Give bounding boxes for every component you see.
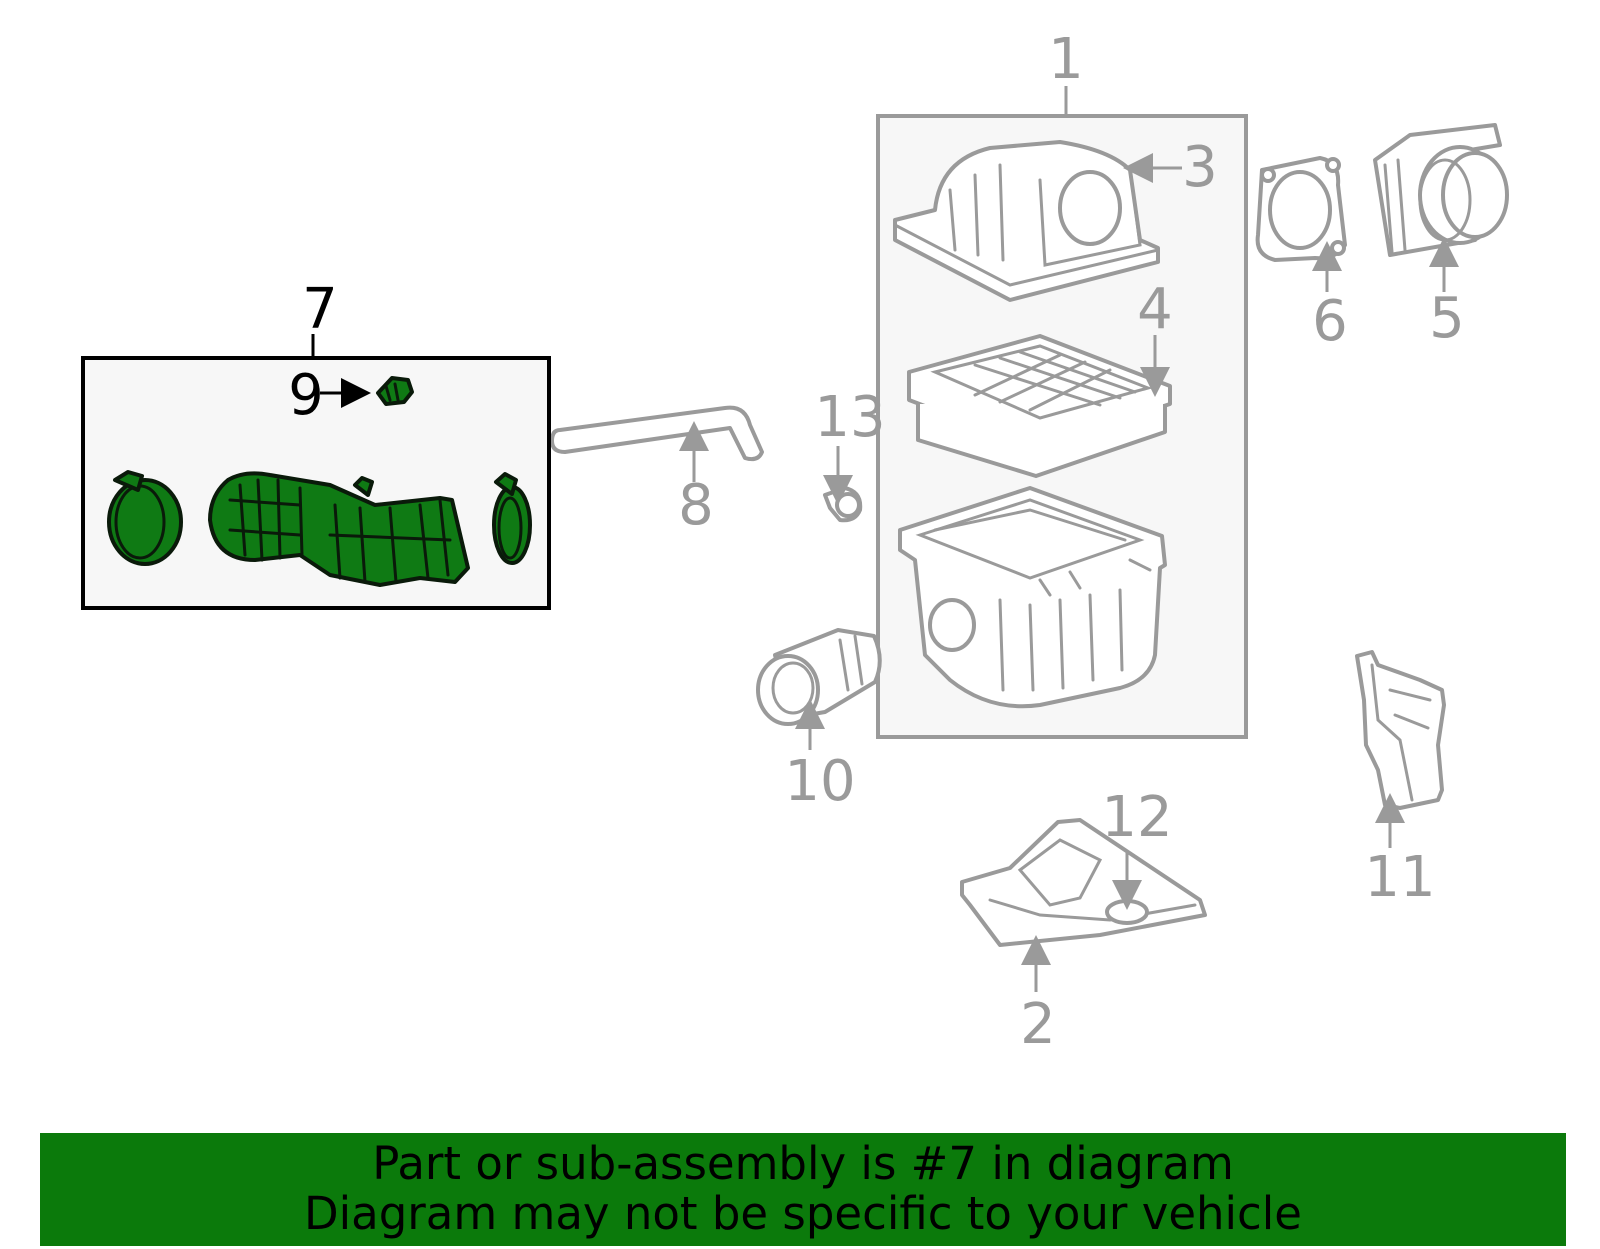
intake-tube	[208, 471, 470, 587]
banner-line-2: Diagram may not be specific to your vehi…	[304, 1187, 1302, 1240]
callout-4: 4	[1137, 277, 1173, 342]
callout-11: 11	[1364, 845, 1435, 910]
callout-1: 1	[1048, 27, 1084, 92]
bracket-part: 11	[1355, 650, 1446, 910]
callout-12: 12	[1101, 785, 1172, 850]
inlet-duct-part: 10	[756, 628, 882, 814]
sensor-part-9	[376, 376, 414, 406]
banner-line-1: Part or sub-assembly is #7 in diagram	[372, 1137, 1234, 1190]
callout-2: 2	[1020, 992, 1056, 1057]
highlighted-assembly-7[interactable]: 7 9	[81, 277, 551, 610]
callout-9: 9	[288, 363, 324, 428]
lower-housing-part	[898, 486, 1167, 709]
callout-13: 13	[814, 385, 885, 450]
clip-part: 13	[814, 385, 886, 523]
callout-5: 5	[1429, 286, 1465, 351]
callout-3: 3	[1182, 135, 1218, 200]
sensor-housing-part: 5	[1373, 123, 1509, 351]
hose-clamp-right	[492, 472, 532, 565]
lower-shield-part: 12 2	[960, 785, 1207, 1057]
callout-8: 8	[678, 473, 714, 538]
callout-7: 7	[302, 277, 338, 342]
filter-element-part: 4	[907, 277, 1173, 478]
upper-cover-part: 3	[893, 135, 1218, 302]
info-banner: Part or sub-assembly is #7 in diagram Di…	[40, 1133, 1566, 1246]
hose-clamp-left	[107, 470, 183, 566]
callout-6: 6	[1312, 289, 1348, 354]
breather-hose-part: 8	[550, 405, 764, 538]
callout-10: 10	[784, 749, 855, 814]
gasket-part: 6	[1255, 156, 1348, 354]
